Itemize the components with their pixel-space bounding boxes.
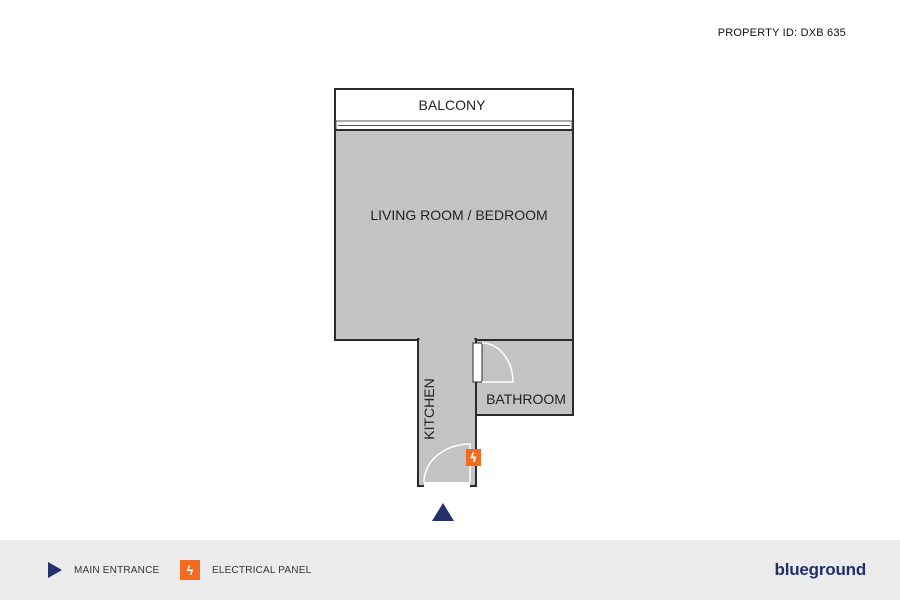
legend-main-entrance-label: MAIN ENTRANCE bbox=[74, 564, 160, 576]
room-label-balcony: BALCONY bbox=[419, 97, 487, 113]
legend-main-entrance: MAIN ENTRANCE bbox=[48, 540, 159, 600]
electrical-panel-icon bbox=[466, 449, 481, 466]
entrance-door-swing bbox=[423, 443, 471, 483]
bathroom-door-swing bbox=[481, 342, 514, 383]
bathroom-area bbox=[475, 339, 574, 416]
brand-logo: blueground bbox=[774, 560, 867, 579]
room-label-living: LIVING ROOM / BEDROOM bbox=[370, 207, 547, 223]
room-label-bathroom: BATHROOM bbox=[486, 391, 566, 407]
living-room-area bbox=[334, 129, 574, 341]
bathroom-door-leaf bbox=[472, 342, 483, 383]
room-label-kitchen: KITCHEN bbox=[421, 378, 437, 439]
main-entrance-icon bbox=[432, 503, 454, 521]
legend-footer: MAIN ENTRANCE ϟ ELECTRICAL PANEL bluegro… bbox=[0, 540, 900, 600]
floor-plan: ϟ BALCONY LIVING ROOM / BEDROOM KITCHEN … bbox=[334, 88, 574, 521]
kitchen-opening bbox=[419, 337, 475, 342]
entrance-door-gap bbox=[424, 482, 470, 488]
electrical-bolt-icon: ϟ bbox=[180, 560, 200, 580]
property-id: PROPERTY ID: DXB 635 bbox=[717, 27, 846, 39]
electrical-panel-symbol: ϟ bbox=[470, 451, 478, 465]
legend-electrical-panel-label: ELECTRICAL PANEL bbox=[212, 564, 312, 576]
legend-electrical-panel: ϟ ELECTRICAL PANEL bbox=[180, 540, 311, 600]
entrance-arrow-icon bbox=[48, 562, 62, 578]
